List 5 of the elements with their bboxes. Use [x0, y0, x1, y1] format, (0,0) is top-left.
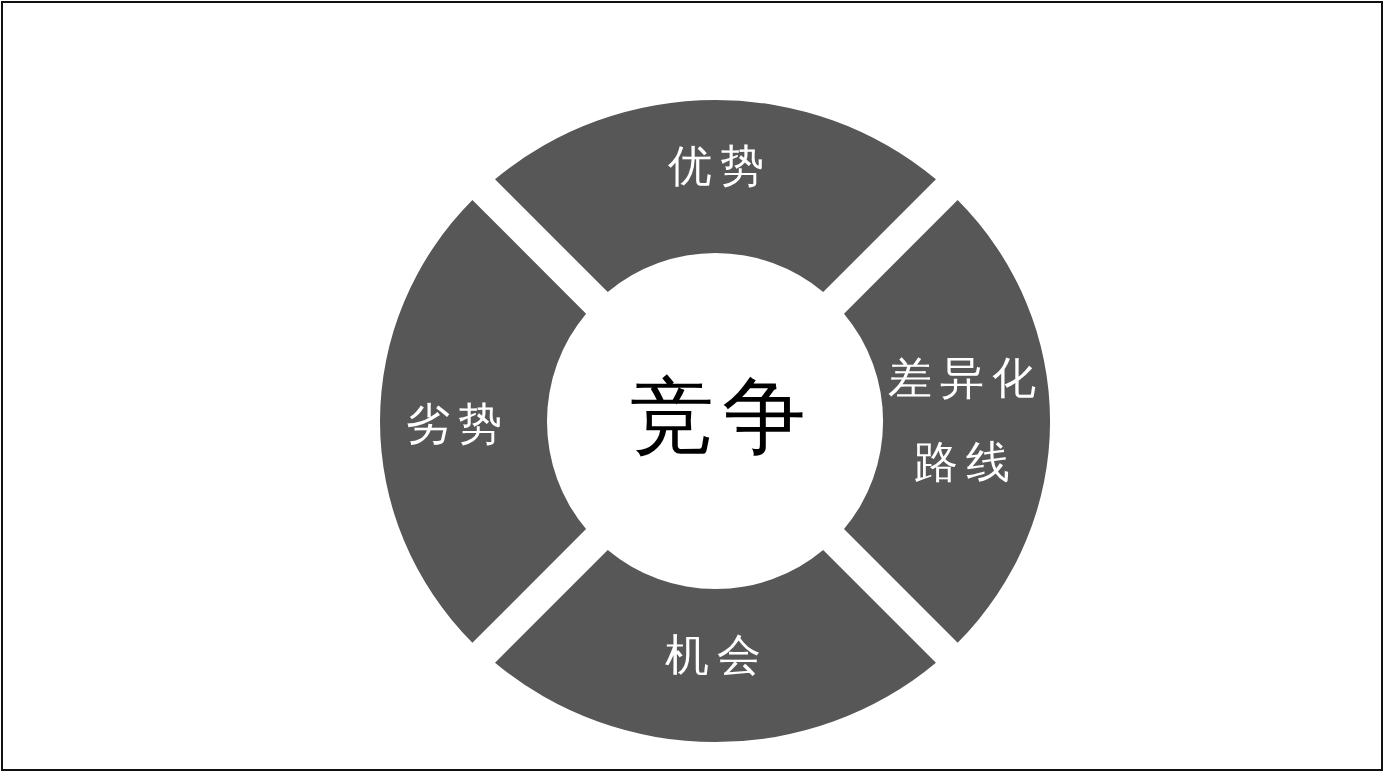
center-label: 竞争 [629, 374, 814, 458]
segment-label: 机会 [664, 628, 770, 682]
segment-label: 劣势 [405, 397, 511, 451]
segment-label: 优势 [667, 139, 773, 193]
segment-label: 差异化路线 [887, 351, 1045, 489]
